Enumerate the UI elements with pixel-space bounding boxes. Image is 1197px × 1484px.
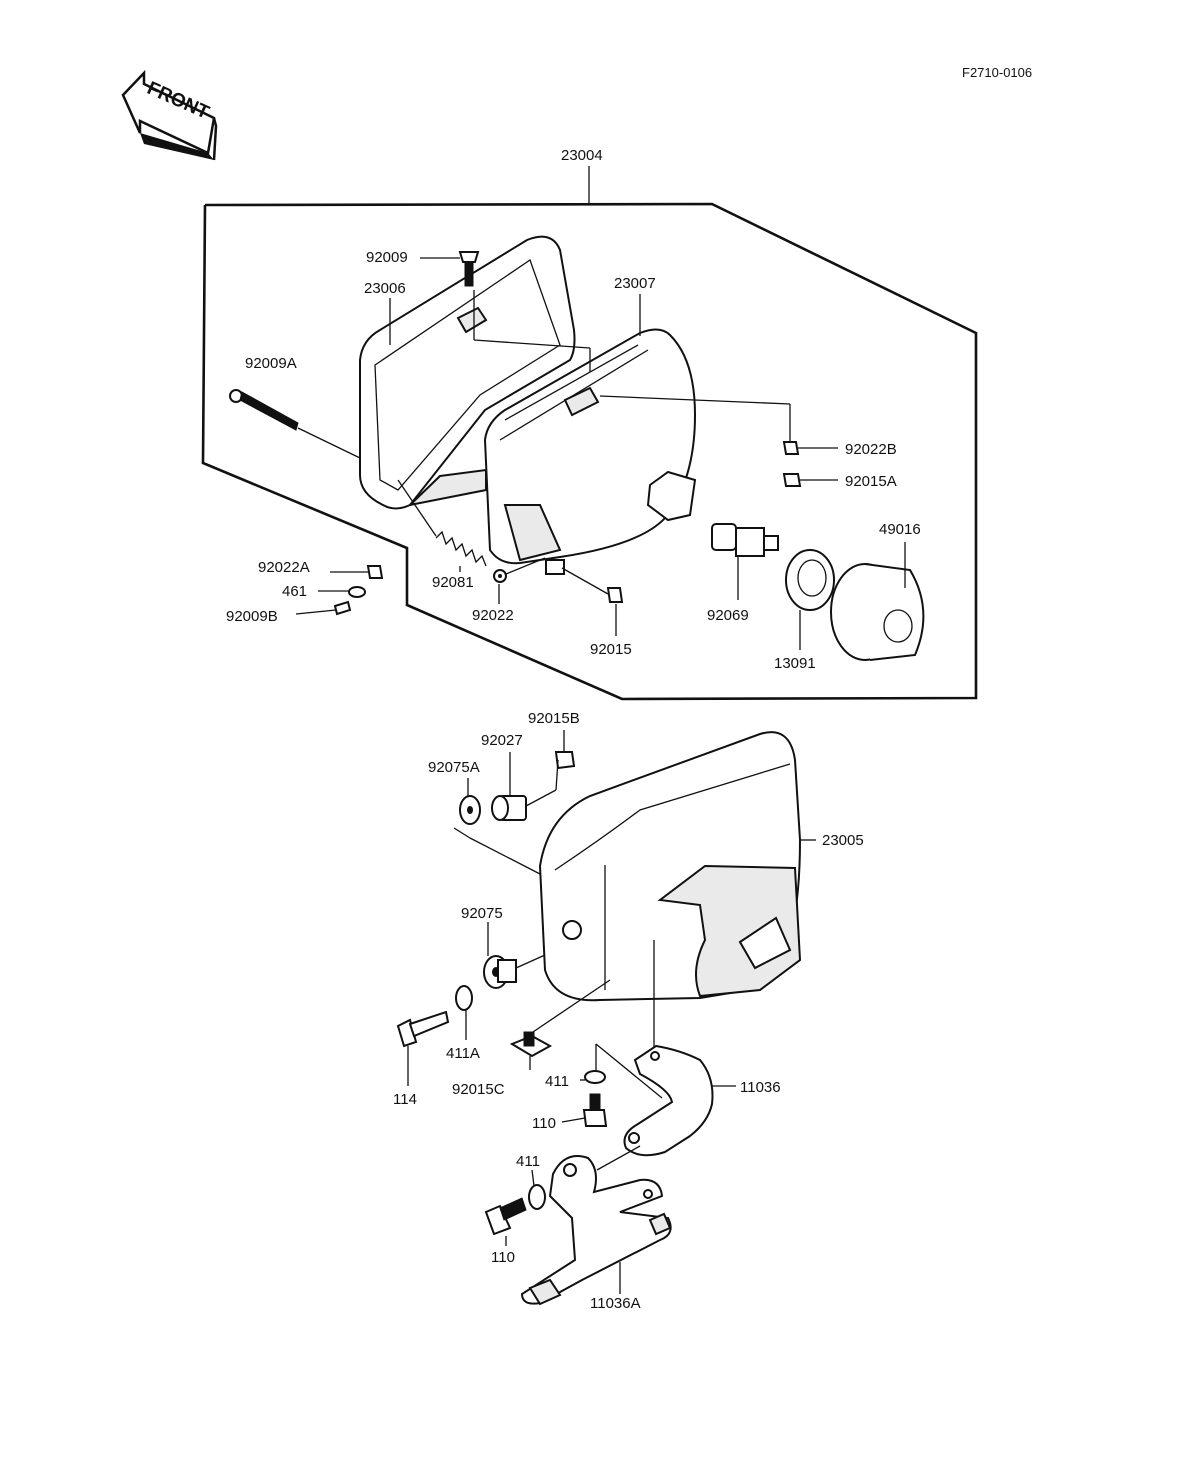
small-hardware-left [295, 565, 384, 616]
label-114: 114 [393, 1091, 417, 1108]
bracket-11036a [520, 1145, 672, 1306]
label-23006: 23006 [364, 280, 406, 297]
socket-13091 [785, 549, 835, 650]
label-11036a: 11036A [590, 1295, 641, 1312]
label-411a: 411A [446, 1045, 480, 1062]
washer-92022 [493, 557, 546, 583]
mount-grommets-lower [396, 922, 546, 1086]
label-110-middle: 110 [532, 1115, 556, 1132]
front-arrow-icon: FRONT [121, 69, 218, 161]
cover-49016 [830, 542, 925, 661]
label-92075: 92075 [461, 905, 503, 922]
headlight-housing-23005 [538, 731, 816, 1050]
label-92022b: 92022B [845, 441, 897, 458]
bracket-11036 [623, 1044, 736, 1157]
label-92009b: 92009B [226, 608, 278, 625]
label-92022a: 92022A [258, 559, 310, 576]
spring-92081 [397, 479, 487, 567]
drawing-code: F2710-0106 [962, 65, 1032, 80]
label-461: 461 [282, 583, 307, 600]
label-49016: 49016 [879, 521, 921, 538]
label-411-middle: 411 [545, 1073, 569, 1090]
washer-bolt-lower [484, 1169, 546, 1246]
label-23004: 23004 [561, 147, 603, 164]
label-23005: 23005 [822, 832, 864, 849]
screw-92009a [229, 389, 361, 459]
label-110-lower: 110 [491, 1249, 515, 1266]
label-92015a: 92015A [845, 473, 897, 490]
bulb-92069 [711, 523, 779, 600]
label-92015b: 92015B [528, 710, 580, 727]
mount-grommets-upper [453, 751, 576, 875]
label-411-lower: 411 [516, 1153, 540, 1170]
label-11036: 11036 [740, 1079, 781, 1096]
label-13091: 13091 [774, 655, 816, 672]
label-92069: 92069 [707, 607, 749, 624]
label-92022: 92022 [472, 607, 514, 624]
washer-bolt-middle [580, 1043, 663, 1127]
label-92009a: 92009A [245, 355, 297, 372]
label-23007: 23007 [614, 275, 656, 292]
nuts-right [599, 395, 838, 487]
label-92081: 92081 [432, 574, 474, 591]
headlight-rim-23006 [359, 235, 576, 510]
label-92015: 92015 [590, 641, 632, 658]
label-92009: 92009 [366, 249, 408, 266]
label-92027: 92027 [481, 732, 523, 749]
label-92075a: 92075A [428, 759, 480, 776]
assembly-boundary-23004 [201, 166, 978, 701]
nut-92015c [509, 979, 611, 1070]
label-92015c: 92015C [452, 1081, 505, 1098]
screw-92009 [458, 251, 591, 372]
nut-92015 [561, 567, 624, 603]
